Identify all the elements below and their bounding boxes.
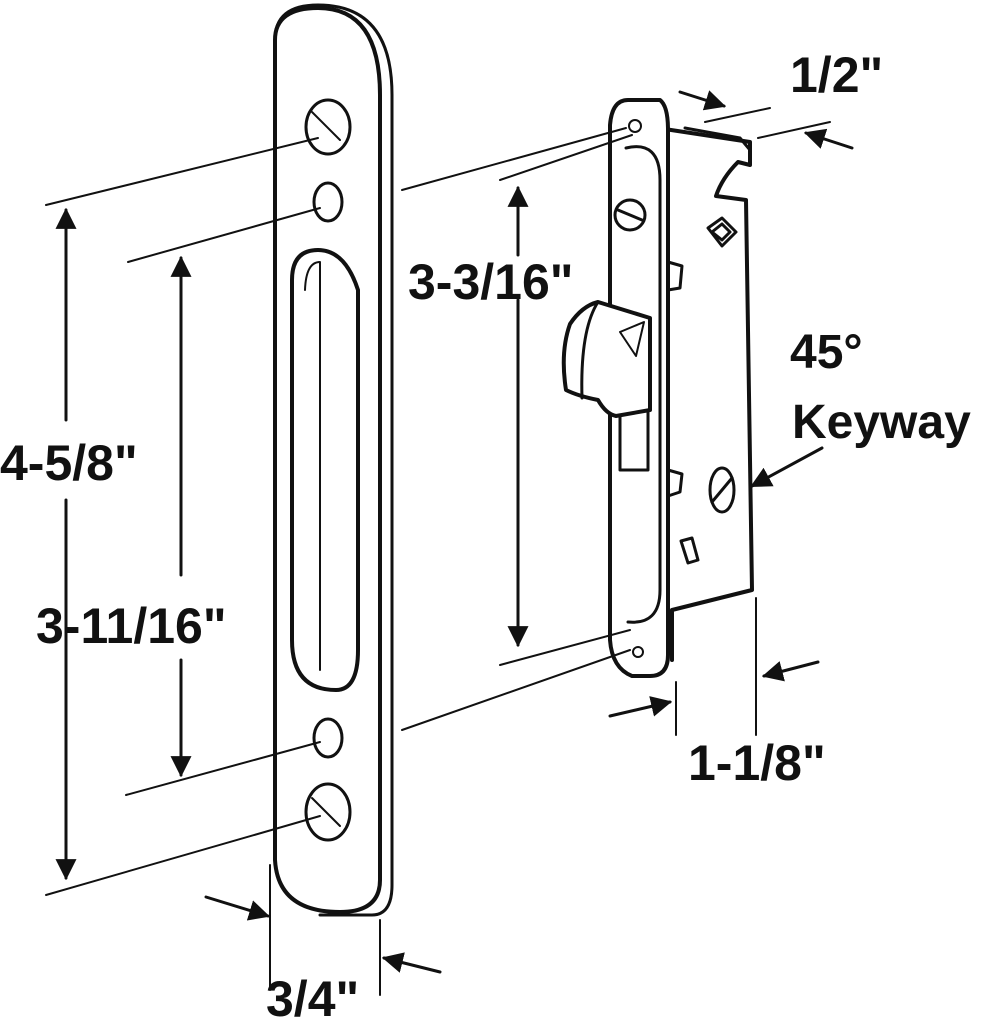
- dim-backset: [608, 660, 820, 718]
- diamond-mark: [706, 216, 738, 248]
- label-inner-height: 3-11/16": [36, 598, 227, 654]
- top-small-hole: [312, 181, 344, 223]
- hook-latch: [561, 300, 652, 418]
- label-mortise-height: 3-3/16": [408, 254, 573, 310]
- bottom-large-hole: [304, 782, 352, 842]
- dim-mortise-depth: [678, 90, 854, 150]
- latch-slot: [290, 248, 360, 692]
- dim-strike-width: [204, 895, 442, 974]
- bottom-small-hole: [312, 717, 344, 759]
- mortise-lock: [561, 98, 754, 678]
- label-backset: 1-1/8": [688, 735, 826, 791]
- label-overall-height: 4-5/8": [0, 435, 138, 491]
- label-mortise-depth: 1/2": [790, 47, 883, 103]
- keyway-pointer: [750, 446, 824, 488]
- strike-plate: [273, 3, 394, 917]
- label-keyway-angle: 45°: [790, 326, 863, 379]
- mortise-extension-lines: [401, 107, 831, 736]
- label-strike-width: 3/4": [266, 971, 359, 1024]
- label-keyway: Keyway: [792, 396, 971, 449]
- strike-extension-lines: [45, 137, 381, 996]
